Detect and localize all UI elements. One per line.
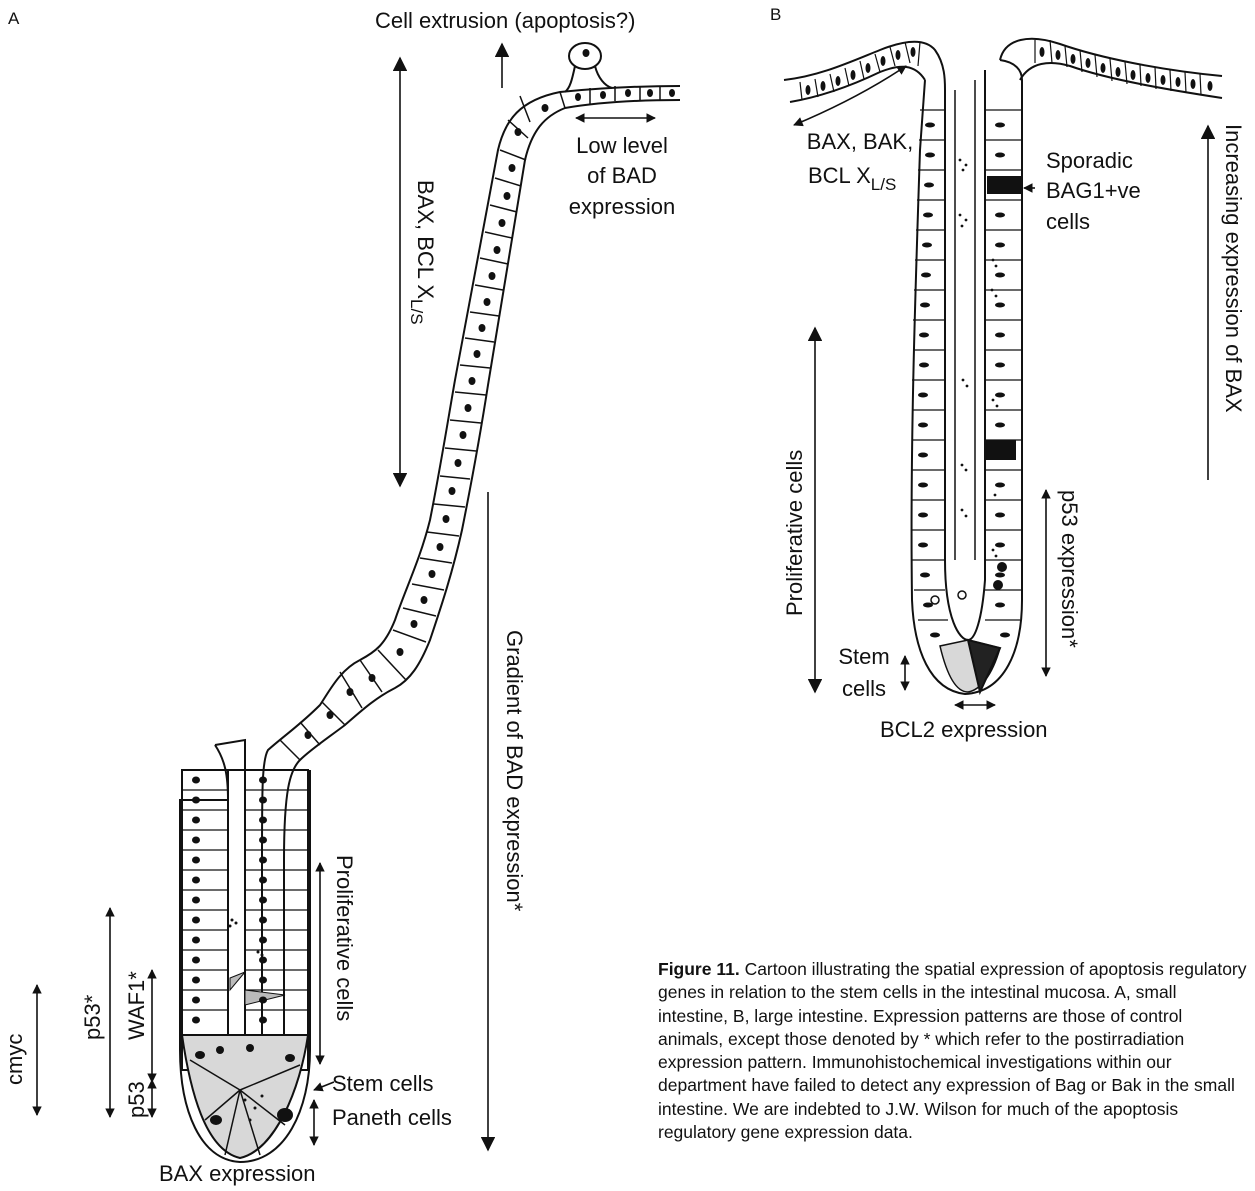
bag1-positive-cell-2 <box>984 440 1016 460</box>
gradient-label: Gradient of BAD expression* <box>502 630 527 912</box>
increasing-bax-label: Increasing expression of BAX <box>1221 124 1246 413</box>
waf1-label: WAF1* <box>124 971 149 1040</box>
bag1-positive-cell-1 <box>987 176 1021 194</box>
stem-cells-label: Stem cells <box>332 1071 433 1096</box>
cell-extrusion-label: Cell extrusion (apoptosis?) <box>375 8 635 33</box>
bcl2-label: BCL2 expression <box>880 717 1048 742</box>
panel-a: A <box>2 8 680 1186</box>
sporadic-line-1: Sporadic <box>1046 148 1133 173</box>
panel-b-letter: B <box>770 5 781 24</box>
sporadic-line-2: BAG1+ve <box>1046 178 1141 203</box>
bax-bak-line-1: BAX, BAK, <box>807 129 913 154</box>
bax-bak-line-2: BCL XL/S <box>808 163 896 194</box>
panel-b: B <box>770 5 1246 742</box>
stem-b-line-1: Stem <box>838 644 889 669</box>
low-level-line-2: of BAD <box>587 163 657 188</box>
p53-label: p53 <box>124 1081 149 1118</box>
sporadic-line-3: cells <box>1046 209 1090 234</box>
caption-text: Cartoon illustrating the spatial express… <box>658 959 1247 1142</box>
cmyc-label: cmyc <box>2 1034 27 1085</box>
bax-expression-label: BAX expression <box>159 1161 316 1186</box>
low-level-line-1: Low level <box>576 133 668 158</box>
p53-star-label: p53* <box>80 994 105 1040</box>
low-level-line-3: expression <box>569 194 675 219</box>
proliferative-a-label: Proliferative cells <box>332 855 357 1021</box>
crypt-b-cells-marked <box>984 176 1021 460</box>
bax-bcl-label: BAX, BCL XL/S <box>407 180 438 325</box>
panel-b-arrows <box>794 66 1208 705</box>
stem-cells-pointer <box>314 1082 334 1090</box>
figure-caption: Figure 11. Cartoon illustrating the spat… <box>658 958 1248 1144</box>
panel-a-letter: A <box>8 9 20 28</box>
proliferative-b-label: Proliferative cells <box>782 450 807 616</box>
p53-expression-label: p53 expression* <box>1057 490 1082 648</box>
caption-label: Figure 11. <box>658 959 740 979</box>
paneth-cells-label: Paneth cells <box>332 1105 452 1130</box>
stem-b-line-2: cells <box>842 676 886 701</box>
